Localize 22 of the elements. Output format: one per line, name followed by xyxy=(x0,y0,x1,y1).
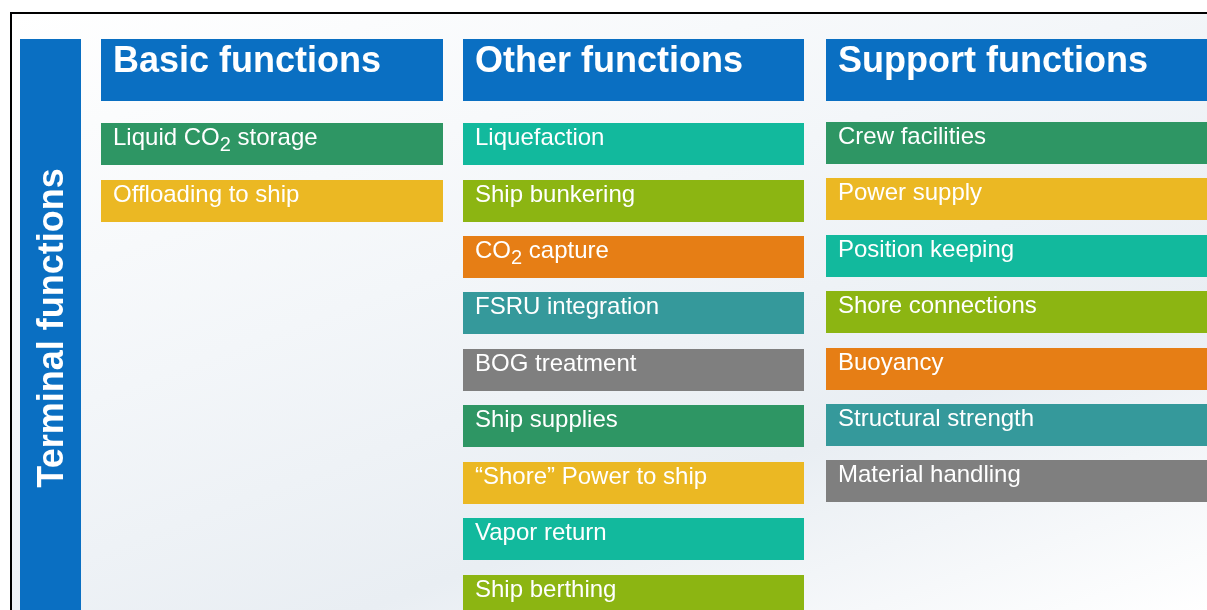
function-box: Crew facilities xyxy=(826,122,1207,164)
function-box: Liquid CO$_{2}$ storage xyxy=(101,123,443,165)
function-box: Power supply xyxy=(826,178,1207,220)
column-header: Basic functions xyxy=(101,39,443,101)
function-box: CO$_{2}$ capture xyxy=(463,236,804,278)
column-header: Support functions xyxy=(826,39,1207,101)
column-header: Other functions xyxy=(463,39,804,101)
function-box: Liquefaction xyxy=(463,123,804,165)
function-box: Buoyancy xyxy=(826,348,1207,390)
function-box: Material handling xyxy=(826,460,1207,502)
function-box: Shore connections xyxy=(826,291,1207,333)
function-box: Ship bunkering xyxy=(463,180,804,222)
function-box: Ship supplies xyxy=(463,405,804,447)
function-box: FSRU integration xyxy=(463,292,804,334)
function-box: Vapor return xyxy=(463,518,804,560)
function-box: BOG treatment xyxy=(463,349,804,391)
function-box: Structural strength xyxy=(826,404,1207,446)
function-box: Position keeping xyxy=(826,235,1207,277)
vertical-title-band: Terminal functions xyxy=(20,39,81,610)
function-box: “Shore” Power to ship xyxy=(463,462,804,504)
function-box: Ship berthing xyxy=(463,575,804,610)
function-box: Offloading to ship xyxy=(101,180,443,222)
